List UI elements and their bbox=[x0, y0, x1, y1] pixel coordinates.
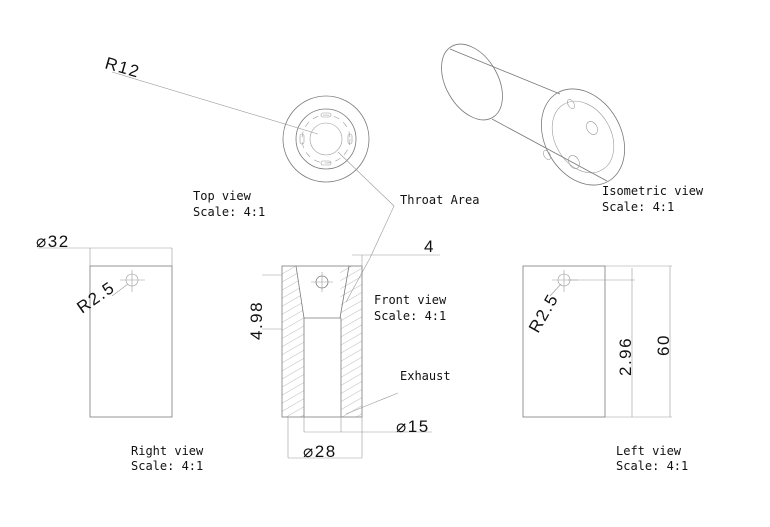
top-view-scale: Scale: 4:1 bbox=[193, 205, 265, 219]
throat-area-label: Throat Area bbox=[400, 193, 479, 207]
right-view bbox=[38, 247, 173, 418]
left-view bbox=[522, 265, 672, 418]
left-view-scale: Scale: 4:1 bbox=[616, 459, 688, 473]
right-view-title: Right view bbox=[131, 444, 204, 458]
dim-r25-right: R2.5 bbox=[73, 278, 118, 318]
iso-view-scale: Scale: 4:1 bbox=[602, 200, 674, 214]
dim-h60: 60 bbox=[654, 334, 673, 356]
right-view-scale: Scale: 4:1 bbox=[131, 459, 203, 473]
exhaust-label: Exhaust bbox=[400, 369, 451, 383]
dim-r25-left: R2.5 bbox=[525, 290, 562, 336]
front-view-scale: Scale: 4:1 bbox=[374, 309, 446, 323]
dim-r12: R12 bbox=[103, 54, 143, 82]
dim-w4: 4 bbox=[424, 237, 435, 256]
top-view bbox=[111, 71, 370, 183]
iso-view-title: Isometric view bbox=[602, 184, 704, 198]
isometric-view bbox=[441, 43, 626, 186]
dim-h498: 4.98 bbox=[247, 301, 266, 340]
dim-h296: 2.96 bbox=[616, 337, 635, 376]
dim-d32: ⌀32 bbox=[36, 232, 70, 251]
dim-d28: ⌀28 bbox=[303, 442, 337, 461]
top-view-title: Top view bbox=[193, 189, 252, 203]
dim-d15: ⌀15 bbox=[396, 417, 430, 436]
front-view-title: Front view bbox=[374, 293, 447, 307]
left-view-title: Left view bbox=[616, 444, 682, 458]
front-view bbox=[262, 254, 440, 459]
